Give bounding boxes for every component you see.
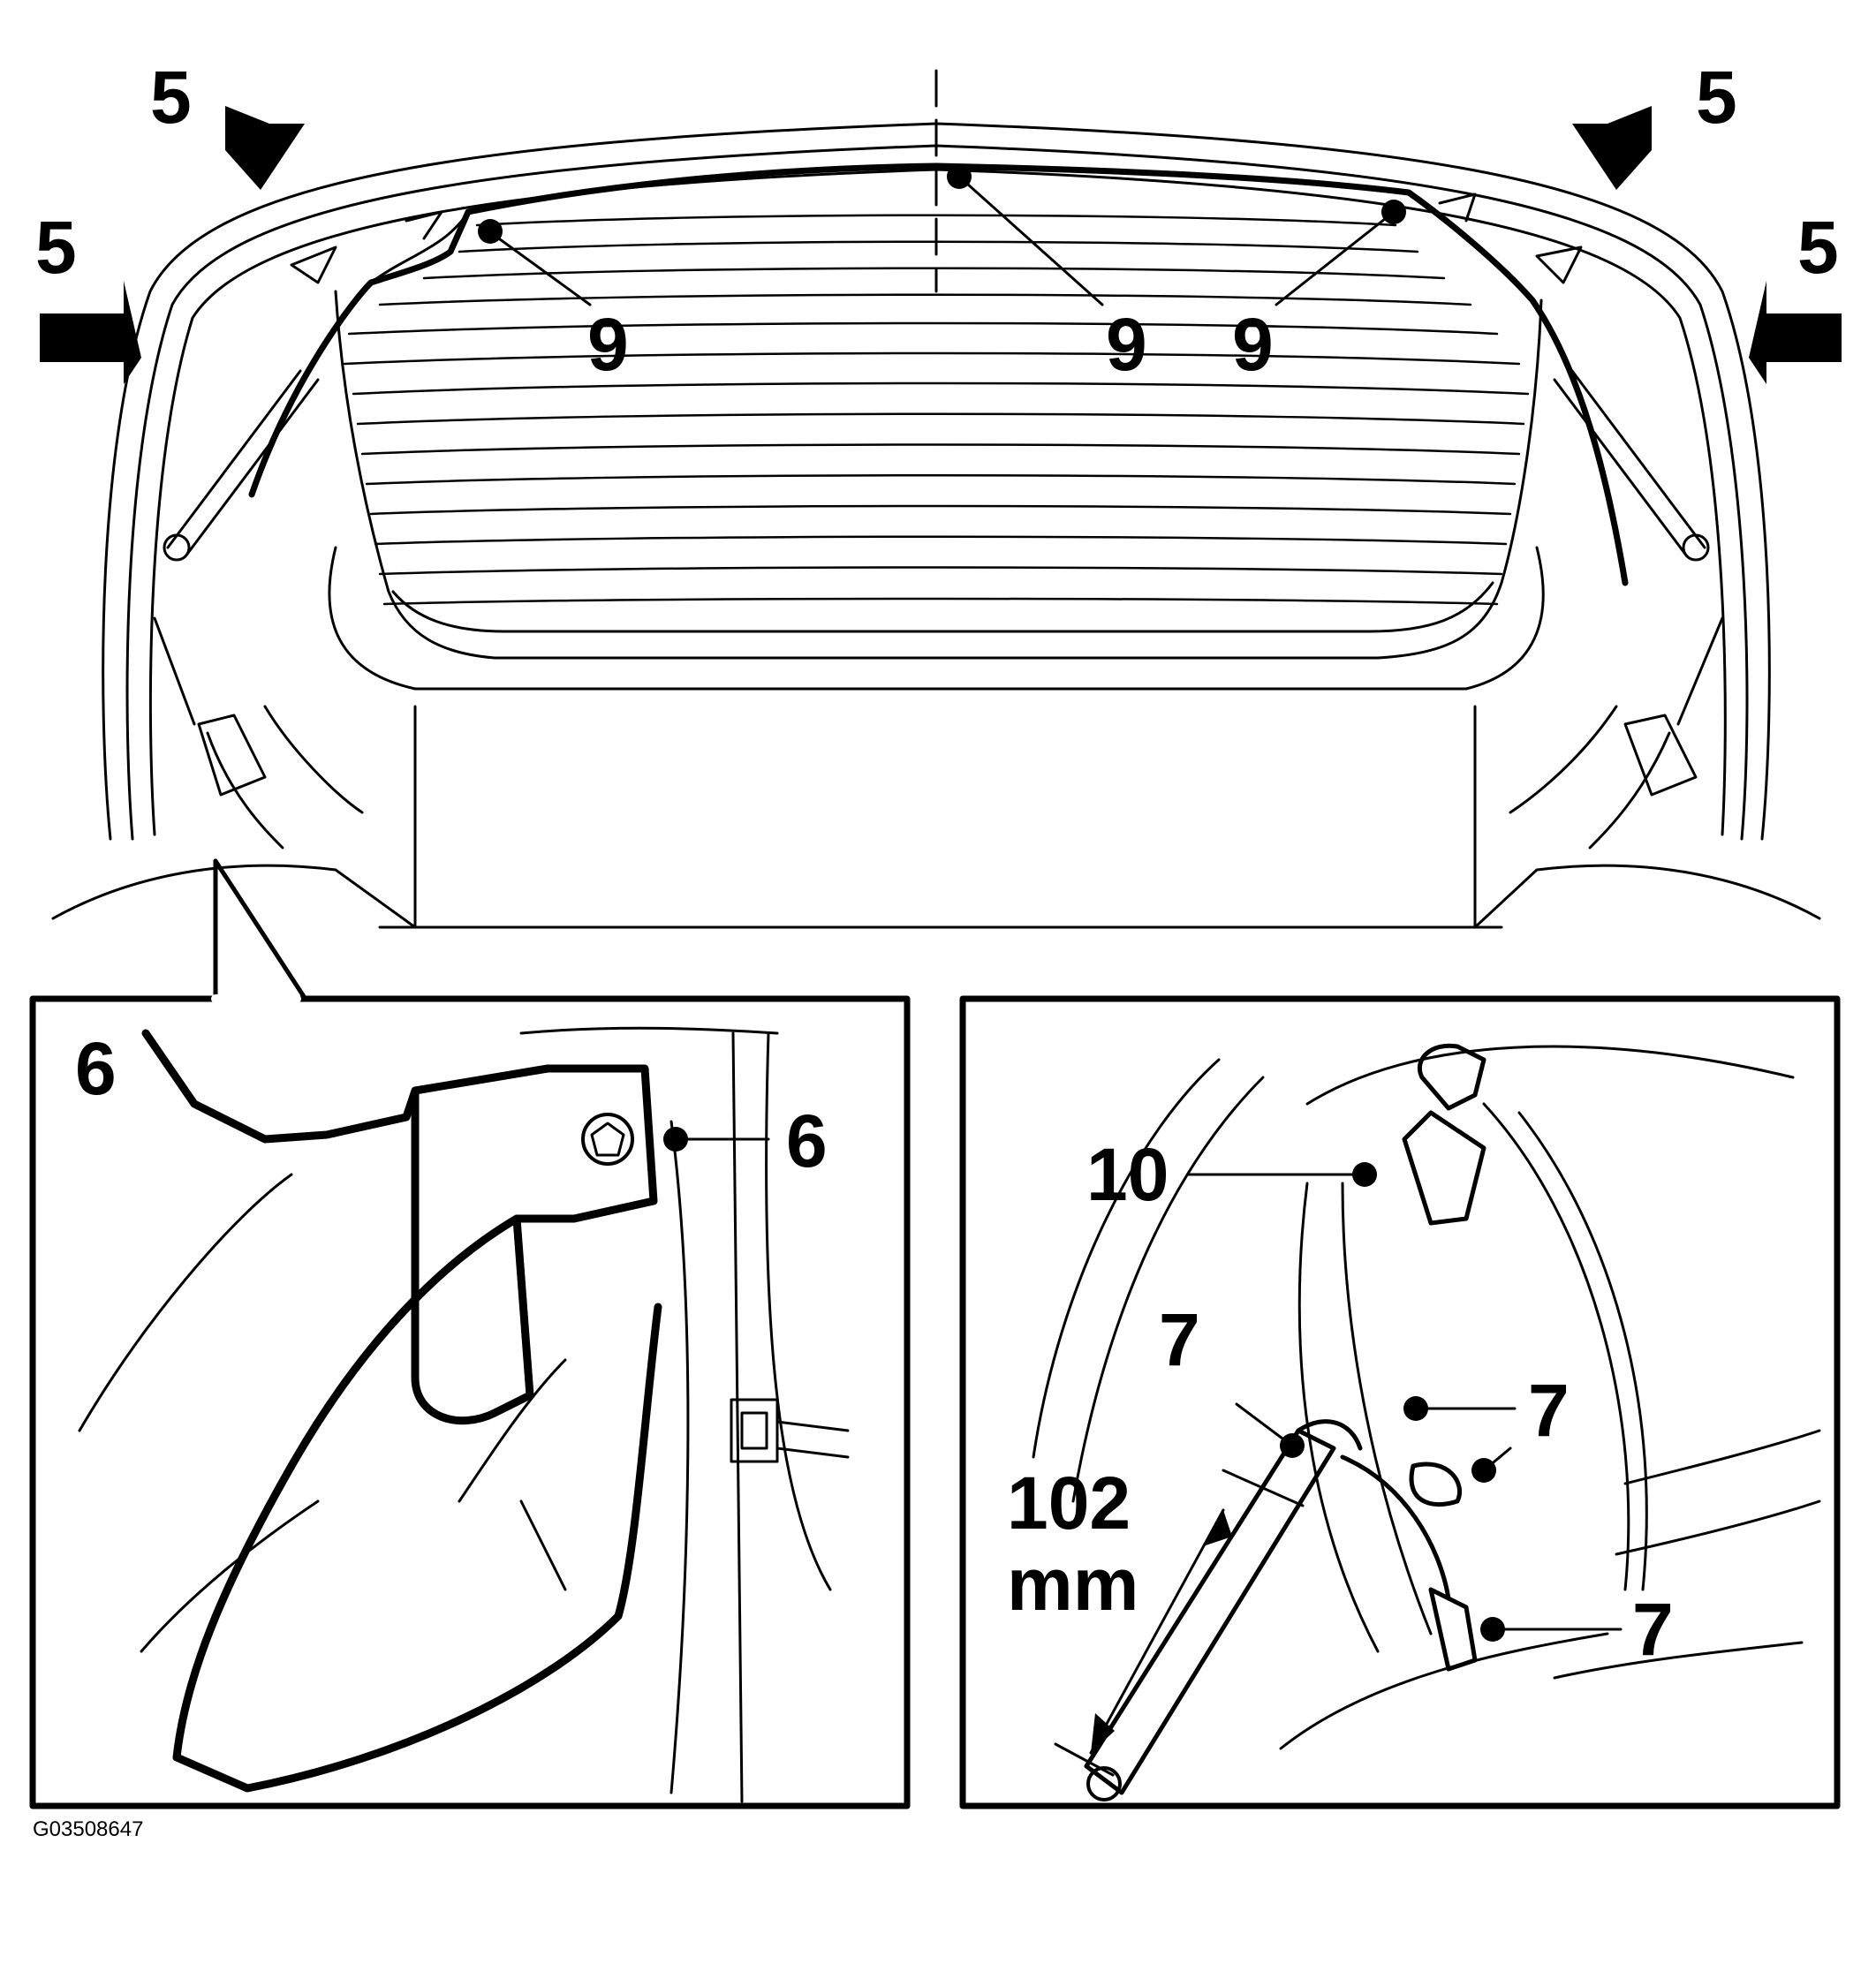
dimension-line [1089, 1508, 1225, 1755]
callout-7-upper-left: 7 [1159, 1298, 1200, 1381]
leader-7-upper-left [1235, 1402, 1291, 1446]
callout-7-upper-right: 7 [1528, 1369, 1570, 1452]
leader-9-right [1275, 210, 1396, 306]
callout-6-bolt: 6 [786, 1099, 828, 1182]
callout-6-corner: 6 [75, 1027, 117, 1110]
dimension-unit: mm [1007, 1543, 1139, 1626]
callout-9-right: 9 [1232, 303, 1274, 386]
dot-7-lower [1480, 1617, 1505, 1642]
dot-6-bolt [663, 1127, 688, 1152]
dimension-value: 102 [1007, 1462, 1131, 1545]
callout-7-lower: 7 [1632, 1588, 1674, 1671]
arrow-top-left-upper [225, 106, 305, 190]
callout-9-left: 9 [587, 303, 629, 386]
arrow-top-left-lower [40, 281, 141, 384]
callout-5-top-right-lower: 5 [1797, 206, 1839, 289]
rear-window-lines [343, 214, 1530, 606]
dot-7-right [1471, 1458, 1496, 1483]
leader-9-left [488, 230, 592, 306]
left-inset [29, 994, 911, 1809]
right-inset-frame [959, 995, 1841, 1809]
right-inset [959, 995, 1841, 1809]
left-inset-frame [29, 995, 911, 1809]
dot-9-center [947, 164, 972, 189]
dot-7-upper-right [1403, 1396, 1428, 1421]
arrow-top-right-lower [1749, 281, 1842, 384]
figure-code: G03508647 [33, 1817, 144, 1841]
callout-5-top-left-upper: 5 [150, 56, 192, 139]
dot-9-right [1381, 200, 1406, 224]
dot-10 [1352, 1162, 1377, 1187]
dot-9-left [478, 219, 503, 244]
dot-7-upper-left [1280, 1433, 1305, 1458]
arrow-top-right-upper [1572, 106, 1652, 190]
callout-9-center: 9 [1106, 303, 1147, 386]
leader-9-center [957, 175, 1104, 306]
callout-5-top-right-upper: 5 [1696, 56, 1737, 139]
callout-5-top-left-lower: 5 [35, 206, 77, 289]
trunk-opening-view [40, 69, 1842, 1001]
bolt-head [581, 1113, 634, 1166]
callout-10: 10 [1086, 1133, 1169, 1216]
